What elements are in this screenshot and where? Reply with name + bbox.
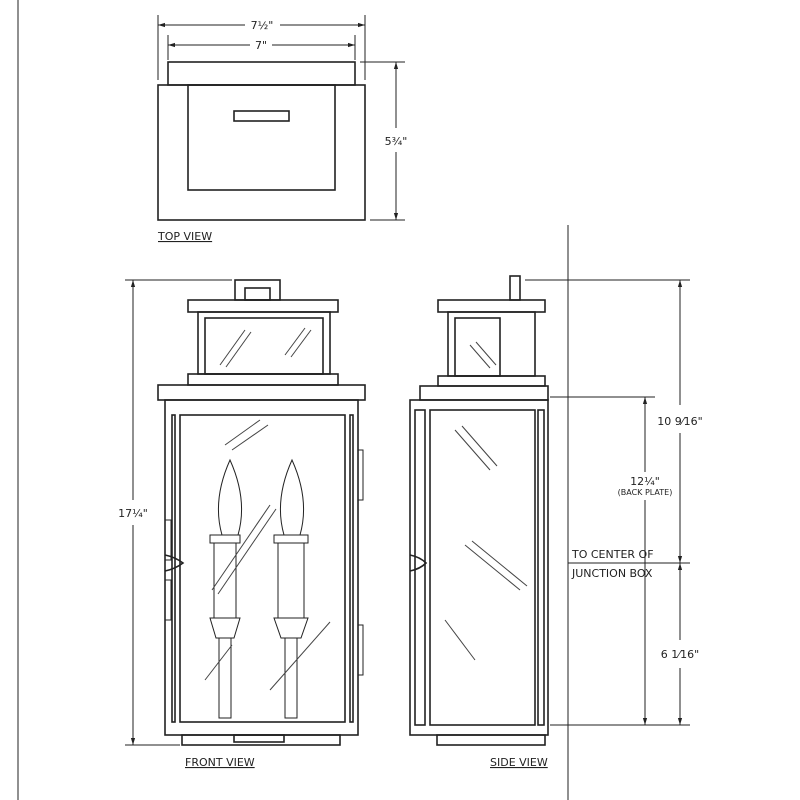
front-view-label: FRONT VIEW (185, 756, 255, 769)
front-view: 17¼" FRONT VIEW (118, 279, 366, 769)
top-handle (234, 279, 281, 301)
top-view-label: TOP VIEW (157, 230, 212, 243)
dim-depth: 5¾" (385, 135, 408, 148)
side-view-label: SIDE VIEW (490, 756, 548, 769)
dim-overall-width: 7½" (251, 19, 274, 32)
candle-sockets (209, 458, 309, 719)
junction-note-line2: JUNCTION BOX (571, 567, 653, 580)
back-plate-note: (BACK PLATE) (618, 488, 673, 497)
front-glass-panel (179, 414, 346, 723)
name-plate (233, 734, 285, 743)
junction-note-line1: TO CENTER OF (571, 548, 654, 561)
side-glass-panel (429, 409, 536, 726)
top-view: 7½" 7" 5¾" TOP VIEW (157, 15, 407, 243)
dim-back-plate: 12¼" (630, 475, 660, 488)
dim-cap-width: 7" (255, 39, 267, 52)
side-view: SIDE VIEW 10 9⁄16" 12¼" (BACK PLATE) TO … (409, 275, 703, 769)
dim-overall-height: 17¼" (118, 507, 148, 520)
dim-junction-to-bottom: 6 1⁄16" (661, 648, 699, 661)
dim-top-to-junction: 10 9⁄16" (657, 415, 702, 428)
mounting-slot (233, 110, 290, 122)
